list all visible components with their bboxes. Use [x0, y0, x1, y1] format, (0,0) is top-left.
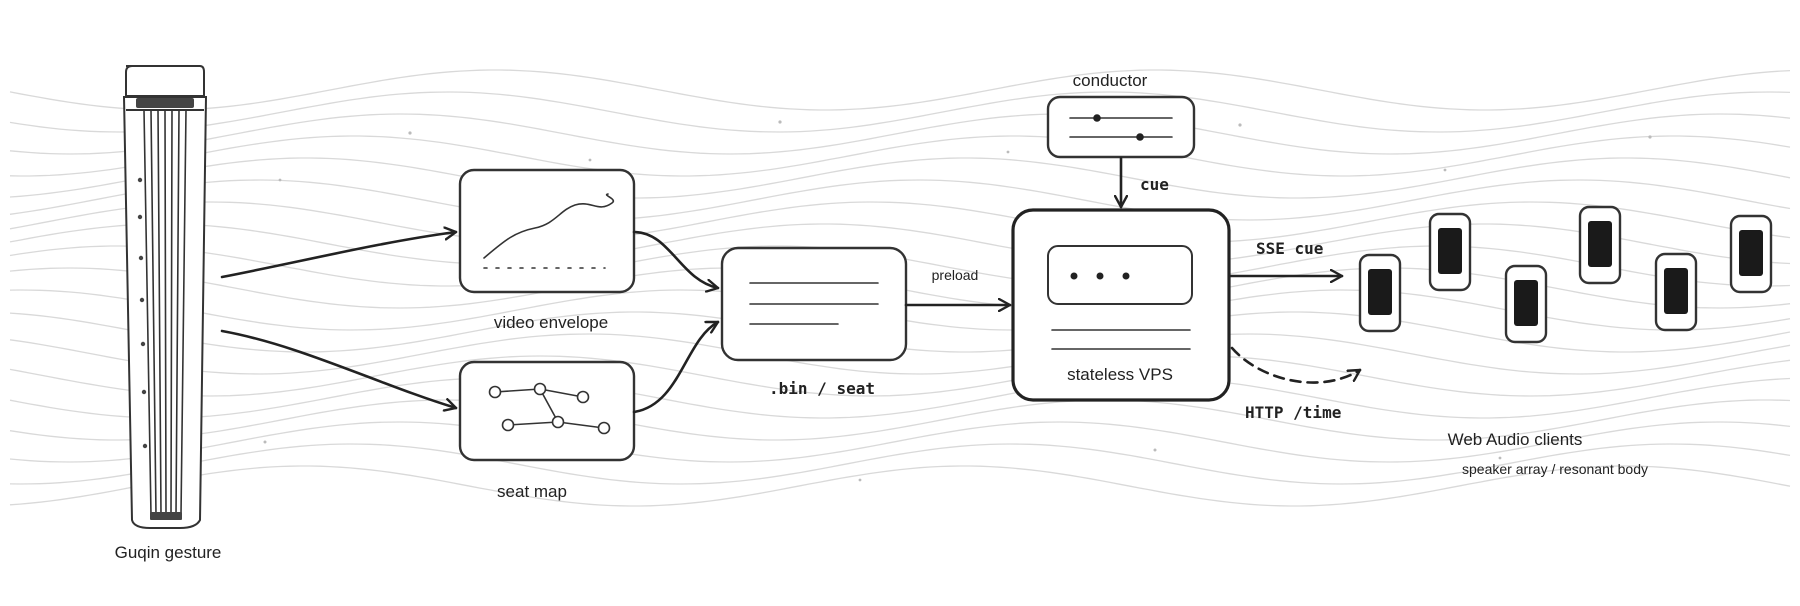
conductor-node: [1046, 95, 1196, 159]
background-wave-line: [9, 443, 1791, 485]
edge-guqin-to-envelope: [220, 232, 458, 279]
clients-label: Web Audio clients: [1448, 430, 1583, 449]
background-wave-line: [9, 135, 1791, 177]
background-wave-line: [9, 355, 1791, 397]
background-wave-line: [9, 157, 1791, 199]
background-wave-line: [9, 333, 1791, 375]
background-wave-line: [9, 113, 1791, 155]
phone-icon: [1504, 264, 1548, 344]
edge-label-sse-cue: SSE cue: [1256, 239, 1323, 258]
network-graph-icon: [488, 382, 611, 435]
bin-seat-label: .bin / seat: [769, 379, 875, 398]
edge-label-http-time: HTTP /time: [1245, 403, 1341, 422]
edge-seatmap-to-bin: [632, 320, 720, 414]
background-wave-line: [9, 91, 1791, 133]
edge-label-cue: cue: [1140, 175, 1169, 194]
background-wave-line: [9, 201, 1791, 243]
edge-label-preload: preload: [932, 267, 979, 283]
phone-icon: [1358, 253, 1402, 333]
server-icon: [1047, 245, 1193, 350]
vps-node: stateless VPS: [1011, 208, 1231, 402]
edge-vps-http-time: [1230, 346, 1362, 384]
background-wave-line: [9, 399, 1791, 441]
background-speckles: [263, 120, 1652, 482]
edge-guqin-to-seatmap: [220, 329, 458, 408]
edge-envelope-to-bin: [632, 230, 720, 288]
background-wave-line: [9, 223, 1791, 265]
conductor-label: conductor: [1073, 71, 1148, 90]
background-wave-line: [9, 179, 1791, 221]
background-waves: [9, 69, 1791, 507]
phone-icon: [1729, 214, 1773, 294]
background-wave-line: [9, 421, 1791, 463]
phone-icon: [1578, 205, 1622, 285]
edges: [220, 156, 1362, 414]
guqin-label: Guqin gesture: [115, 543, 222, 562]
background-wave-line: [9, 465, 1791, 507]
fader-icon: [1069, 114, 1173, 141]
background-wave-line: [9, 69, 1791, 111]
web-audio-clients-group: [1358, 205, 1773, 344]
phone-icon: [1428, 212, 1472, 292]
phone-icon: [1654, 252, 1698, 332]
video-envelope-label: video envelope: [494, 313, 608, 332]
background-wave-line: [9, 377, 1791, 419]
seat-map-node: [458, 360, 636, 462]
vps-label: stateless VPS: [1067, 365, 1173, 384]
envelope-curve-icon: [483, 193, 615, 269]
bin-seat-node: [720, 246, 908, 362]
clients-sublabel: speaker array / resonant body: [1462, 461, 1648, 477]
seat-map-label: seat map: [497, 482, 567, 501]
video-envelope-node: [458, 168, 636, 294]
document-lines-icon: [749, 282, 879, 325]
guqin-icon: [122, 65, 208, 529]
